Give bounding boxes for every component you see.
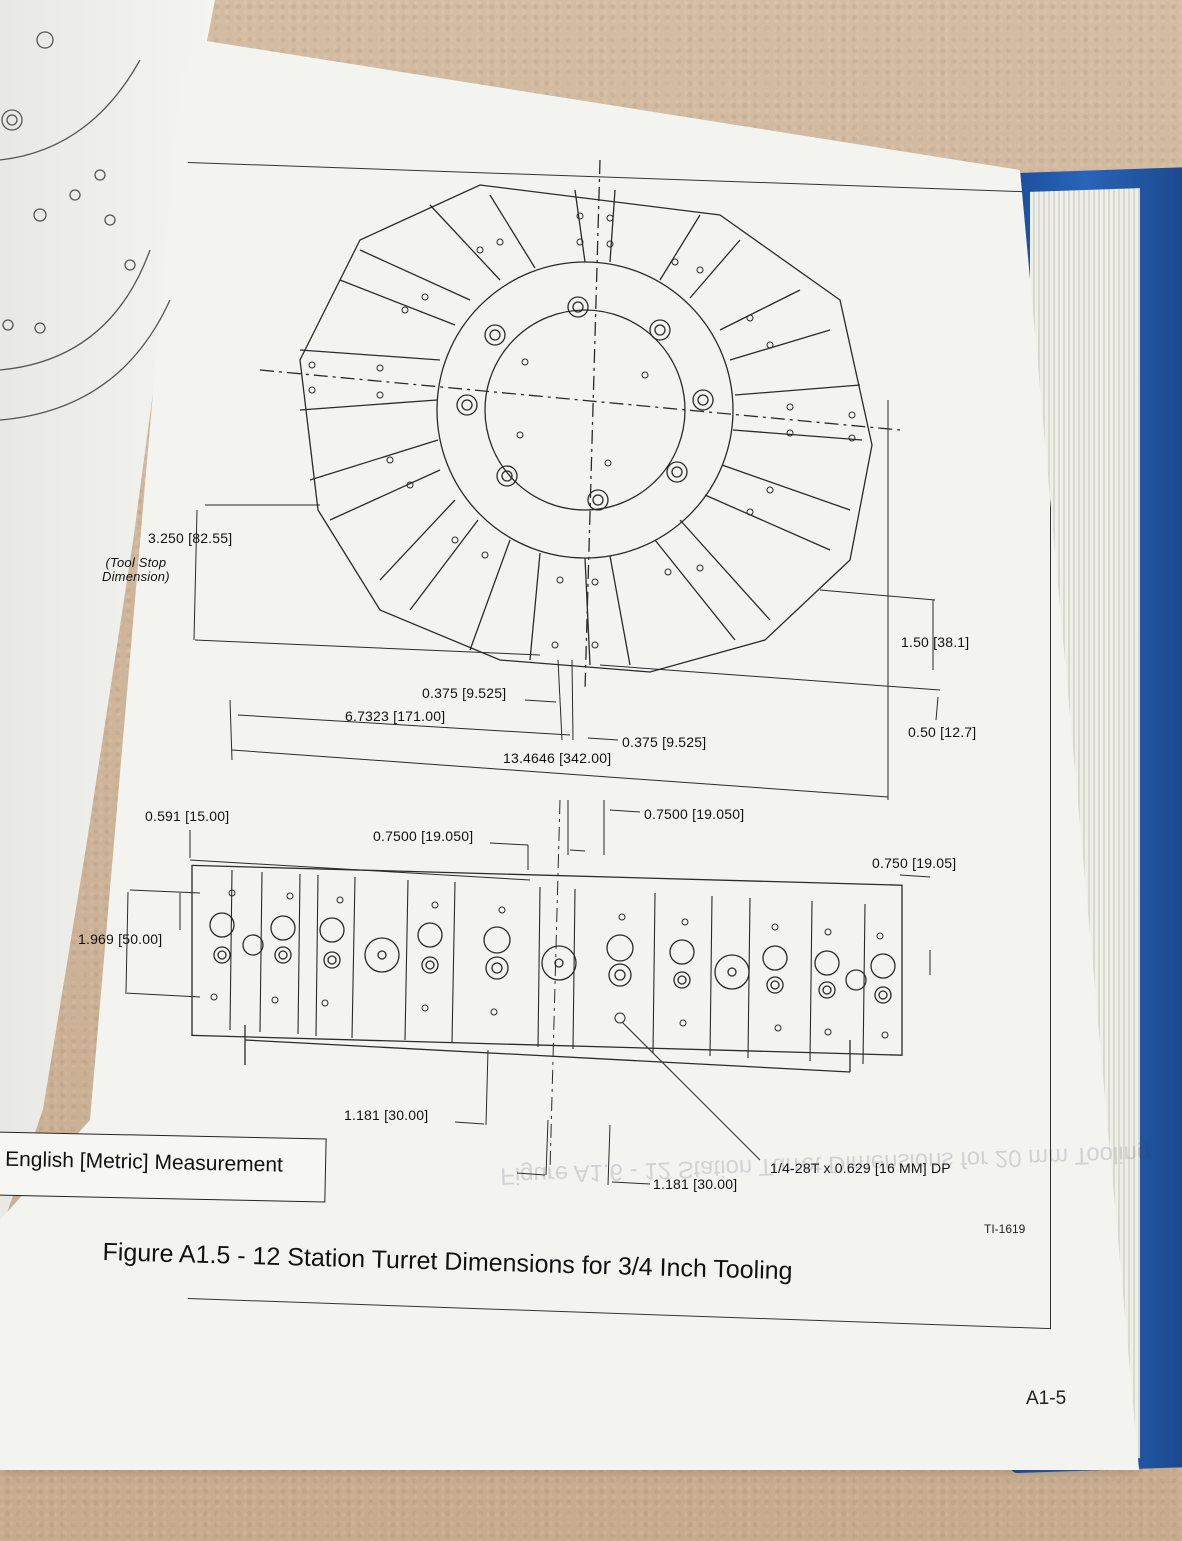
measurement-legend: English [Metric] Measurement (0, 1131, 327, 1203)
turret-top-view (259, 159, 901, 691)
turret-side-view (191, 799, 903, 1171)
tool-stop-note-line-2: Dimension) (102, 569, 170, 584)
dim-0591: 0.591 [15.00] (145, 808, 230, 824)
dim-tool-stop: 3.250 [82.55] (148, 530, 233, 546)
dim-1181-left: 1.181 [30.00] (344, 1107, 429, 1123)
dim-67323: 6.7323 [171.00] (345, 708, 446, 724)
dim-thread-spec: 1/4-28T x 0.629 [16 MM] DP (770, 1160, 951, 1176)
dim-0375-right: 0.375 [9.525] (622, 734, 707, 750)
figure-ref-code: TI-1619 (984, 1222, 1026, 1236)
measurement-legend-label: English [Metric] Measurement (4, 1147, 284, 1177)
dim-075-right: 0.7500 [19.050] (644, 806, 745, 822)
dim-050: 0.50 [12.7] (908, 724, 977, 740)
dim-150: 1.50 [38.1] (901, 634, 970, 650)
tool-stop-note-line-1: (Tool Stop (105, 555, 167, 570)
dim-1181-right: 1.181 [30.00] (653, 1176, 738, 1192)
top-view-dimension-lines (193, 400, 941, 800)
dim-134646: 13.4646 [342.00] (503, 750, 612, 766)
tool-stop-note: (Tool Stop Dimension) (102, 556, 170, 584)
left-page-sketch (0, 31, 171, 421)
dim-1969: 1.969 [50.00] (78, 931, 163, 947)
manual-page (0, 40, 1140, 1470)
page-number: A1-5 (1026, 1388, 1067, 1409)
dim-0375-left: 0.375 [9.525] (422, 685, 507, 701)
side-view-dimension-lines (124, 800, 931, 1186)
dim-0750: 0.750 [19.05] (872, 855, 957, 871)
dim-075-left: 0.7500 [19.050] (373, 828, 474, 844)
